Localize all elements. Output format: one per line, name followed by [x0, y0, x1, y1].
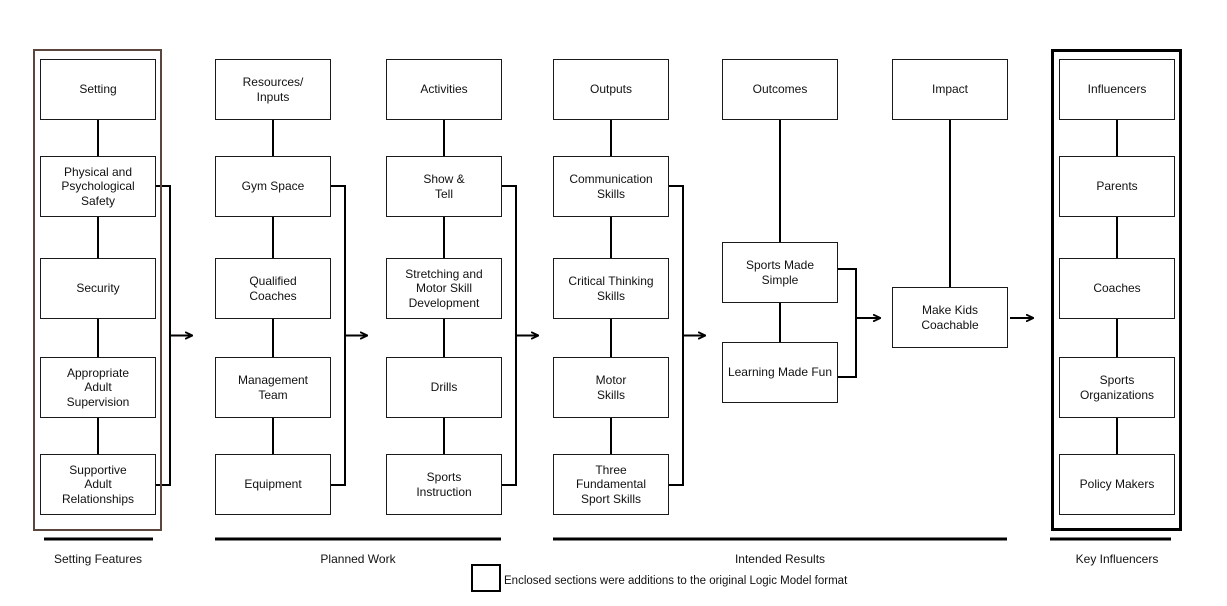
impact-item-box: Make Kids Coachable: [892, 287, 1008, 348]
outputs-header-box: Outputs: [553, 59, 669, 120]
legend-text: Enclosed sections were additions to the …: [504, 575, 848, 587]
label-setting-features: Setting Features: [53, 552, 143, 566]
resources-item-box: Management Team: [215, 357, 331, 418]
setting-item-box: Security: [40, 258, 156, 319]
label-key-influencers: Key Influencers: [1075, 552, 1159, 566]
resources-bracket: [331, 185, 346, 486]
outcomes-item-box: Sports Made Simple: [722, 242, 838, 303]
activities-item-box: Drills: [386, 357, 502, 418]
influencers-item-box: Policy Makers: [1059, 454, 1175, 515]
setting-features-frame: [33, 49, 162, 531]
outcomes-bracket: [838, 268, 857, 378]
outputs-item-box: Critical Thinking Skills: [553, 258, 669, 319]
outputs-item-box: Communication Skills: [553, 156, 669, 217]
impact-header-box: Impact: [892, 59, 1008, 120]
resources-item-box: Qualified Coaches: [215, 258, 331, 319]
outcomes-item-box: Learning Made Fun: [722, 342, 838, 403]
label-intended-results: Intended Results: [734, 552, 826, 566]
connector-lines: [97, 120, 1118, 454]
activities-item-box: Sports Instruction: [386, 454, 502, 515]
activities-header-box: Activities: [386, 59, 502, 120]
resources-header-box: Resources/ Inputs: [215, 59, 331, 120]
key-influencers-frame: [1051, 49, 1182, 531]
outcomes-header-box: Outcomes: [722, 59, 838, 120]
setting-header-box: Setting: [40, 59, 156, 120]
activities-item-box: Stretching and Motor Skill Development: [386, 258, 502, 319]
resources-item-box: Equipment: [215, 454, 331, 515]
resources-item-box: Gym Space: [215, 156, 331, 217]
outputs-item-box: Three Fundamental Sport Skills: [553, 454, 669, 515]
influencers-item-box: Sports Organizations: [1059, 357, 1175, 418]
activities-item-box: Show & Tell: [386, 156, 502, 217]
setting-item-box: Supportive Adult Relationships: [40, 454, 156, 515]
setting-item-box: Physical and Psychological Safety: [40, 156, 156, 217]
outputs-bracket: [669, 185, 684, 486]
label-planned-work: Planned Work: [320, 552, 396, 566]
legend-swatch: [471, 564, 501, 592]
outputs-item-box: Motor Skills: [553, 357, 669, 418]
activities-bracket: [502, 185, 517, 486]
influencers-header-box: Influencers: [1059, 59, 1175, 120]
bracket-arrows: [156, 185, 1033, 486]
influencers-item-box: Coaches: [1059, 258, 1175, 319]
setting-item-box: Appropriate Adult Supervision: [40, 357, 156, 418]
influencers-item-box: Parents: [1059, 156, 1175, 217]
